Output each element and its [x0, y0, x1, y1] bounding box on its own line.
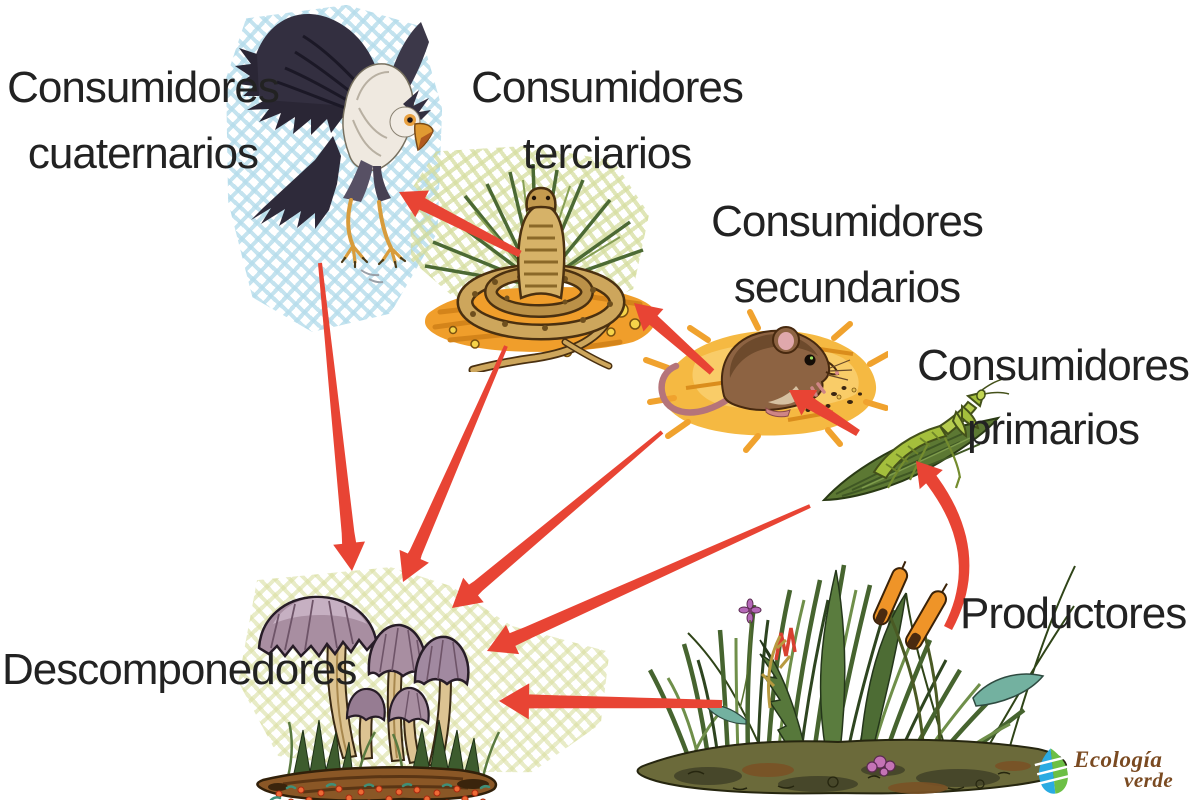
arrow-primary-to-decomposers [487, 504, 811, 655]
label-line-1: Consumidores [471, 63, 744, 112]
label-secondary-consumers: Consumidores secundarios [702, 189, 992, 321]
label-primary-consumers: Consumidores primarios [908, 334, 1198, 462]
ecologiaverde-logo: Ecología verde [1032, 742, 1200, 800]
label-producers: Productores [960, 589, 1187, 638]
arrow-producers-to-decomposers [499, 683, 723, 720]
label-quaternary-consumers: Consumidores cuaternarios [0, 55, 288, 187]
label-line-1: Consumidores [711, 197, 984, 246]
arrow-primary-to-secondary [789, 390, 860, 436]
arrow-tertiary-to-decomposers [399, 345, 508, 582]
mouse-icon [643, 309, 888, 453]
label-line-2: primarios [967, 405, 1140, 454]
leaf-icon [1034, 748, 1072, 794]
praying-mantis-icon [821, 377, 1010, 502]
arrow-producers-to-primary [916, 461, 970, 630]
label-tertiary-consumers: Consumidores terciarios [462, 55, 752, 187]
label-decomposers: Descomponedores [2, 645, 357, 694]
logo-text-ecologia: Ecología [1074, 747, 1163, 772]
label-line-2: cuaternarios [27, 129, 259, 178]
label-line-1: Consumidores [7, 63, 280, 112]
label-line-1: Consumidores [917, 341, 1190, 390]
arrow-secondary-to-tertiary [634, 303, 715, 375]
arrow-secondary-to-decomposers [452, 430, 664, 608]
mushrooms-icon [256, 595, 501, 800]
bird-of-prey-icon [235, 13, 434, 284]
arrow-quaternary-to-decomposers [318, 262, 365, 571]
label-line-2: secundarios [733, 263, 961, 312]
label-line-2: terciarios [522, 129, 693, 178]
logo-text-verde: verde [1124, 768, 1174, 792]
arrow-tertiary-to-quaternary [399, 190, 522, 258]
